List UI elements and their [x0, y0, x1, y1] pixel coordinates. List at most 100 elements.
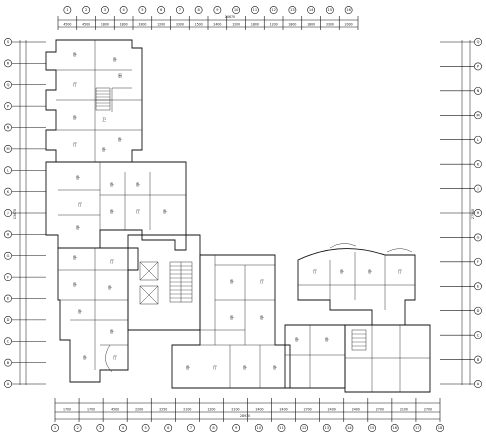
bottom-dim-label: 2400 — [352, 408, 360, 412]
top-dim-label: 1200 — [232, 23, 240, 27]
right-axis-bubble-label: A — [477, 382, 480, 386]
building-walls — [45, 39, 431, 393]
top-dim-label: 3300 — [326, 23, 334, 27]
right-axis-bubble: L — [474, 135, 482, 144]
bottom-dim-label: 1200 — [207, 408, 215, 412]
bottom-dim-label: 1700 — [63, 408, 71, 412]
top-axis-bubble-label: 14 — [309, 8, 314, 12]
bottom-axis-bubble: 4 — [119, 424, 127, 432]
bottom-axis-bubble-label: 5 — [144, 426, 146, 430]
top-dim-label: 4500 — [82, 23, 90, 27]
left-axis-bubble: G — [4, 251, 12, 260]
room-label: 卧 — [118, 137, 122, 142]
top-axis-bubble: 9 — [213, 6, 222, 14]
right-axis-bubble: G — [474, 233, 482, 242]
right-axis-bubble-label: E — [477, 284, 480, 288]
left-axis-bubble: P — [4, 102, 12, 111]
bottom-axis-bubble-label: 4 — [122, 426, 125, 430]
bottom-axis-bubble-label: 1 — [54, 426, 56, 430]
right-axis-bubble-label: M — [476, 113, 479, 117]
room-label: 厅 — [73, 142, 77, 147]
bottom-axis-bubble-label: 8 — [212, 426, 215, 430]
left-axis-bubble: Q — [4, 80, 12, 89]
right-axis-bubble: N — [474, 86, 482, 95]
room-label: 卧 — [110, 182, 114, 187]
bottom-axis-bubble-label: 16 — [392, 426, 397, 430]
room-label: 卧 — [368, 269, 372, 274]
bottom-axis-bubble: 2 — [73, 424, 82, 432]
elevator-a — [139, 261, 159, 281]
room-label: 卧 — [73, 52, 77, 57]
top-axis-bubble-label: 10 — [234, 8, 239, 12]
left-axis-bubble-label: F — [7, 275, 9, 279]
right-axis-bubble-label: F — [477, 260, 479, 264]
bottom-axis-bubble: 15 — [368, 424, 376, 432]
right-axis-bubble-label: D — [477, 309, 480, 313]
room-label: 卧 — [295, 337, 299, 342]
bottom-dim-label: 2700 — [304, 408, 312, 412]
bottom-dim-label: 2100 — [183, 408, 191, 412]
bottom-axis-bubble-label: 18 — [438, 426, 443, 430]
top-dim-label: 1200 — [270, 23, 278, 27]
top-dim-label: 1800 — [307, 23, 315, 27]
top-axis-bubble: 11 — [250, 6, 259, 14]
left-axis-bubble: A — [4, 380, 12, 388]
room-label: 厅 — [110, 259, 114, 264]
left-axis-bubble: M — [4, 144, 12, 153]
top-dim-label: 1800 — [120, 23, 128, 27]
top-axis-bubble: 6 — [157, 6, 166, 14]
left-axis-bubble-label: B — [7, 361, 10, 365]
left-axis-bubble-label: C — [7, 339, 10, 343]
room-label: 卧 — [186, 365, 190, 370]
bottom-axis-bubble: 5 — [141, 424, 150, 432]
room-label: 厅 — [78, 202, 82, 207]
right-axis-bubble: K — [474, 160, 482, 169]
left-axis-bubble: S — [4, 38, 12, 46]
right-axis-bubble: D — [474, 306, 482, 315]
bottom-axis-bubble-label: 6 — [167, 426, 170, 430]
bottom-dim-label: 2100 — [231, 408, 239, 412]
left-axis-bubble: B — [4, 358, 12, 367]
right-axis-bubble-label: Q — [477, 40, 480, 44]
left-axis-bubble: N — [4, 123, 12, 132]
room-label: 卧 — [163, 209, 167, 214]
room-label: 卧 — [76, 175, 80, 180]
room-label: 卧 — [243, 365, 247, 370]
right-axis-bubble: M — [474, 111, 482, 120]
right-axis-bubble: B — [474, 355, 482, 364]
bottom-total-dimension: 28970 — [240, 414, 250, 418]
room-label: 卧 — [230, 315, 234, 320]
top-axis-bubble-label: 1 — [66, 8, 68, 12]
bottom-axis-bubble: 17 — [413, 424, 422, 432]
bottom-axis-bubble: 3 — [96, 424, 105, 432]
left-axis-bubble-label: K — [7, 190, 10, 194]
top-axis-bubble-label: 4 — [122, 8, 125, 12]
elevator-b — [139, 285, 159, 305]
room-label: 卧 — [340, 269, 344, 274]
room-label: 卧 — [73, 115, 77, 120]
top-axis-bubble: 1 — [63, 6, 72, 14]
right-axis-bubble-label: B — [477, 358, 480, 362]
room-label: 厅 — [136, 209, 140, 214]
bottom-axis-bubble-label: 7 — [190, 426, 192, 430]
top-dim-label: 4500 — [63, 23, 71, 27]
top-axis-bubble: 16 — [344, 6, 353, 14]
bottom-axis-bubble: 14 — [345, 424, 354, 432]
stair-core — [169, 261, 193, 303]
bottom-axis-bubble-label: 17 — [415, 426, 420, 430]
top-axis-bubble: 2 — [82, 6, 91, 14]
top-dim-label: 3300 — [176, 23, 184, 27]
left-axis-bubble-label: G — [7, 254, 10, 258]
top-axis-bubble-label: 12 — [271, 8, 276, 12]
room-label: 卧 — [76, 225, 80, 230]
top-axis-bubble-label: 7 — [179, 8, 181, 12]
bottom-axis-bubble: 8 — [209, 424, 218, 432]
room-label: 卧 — [78, 309, 82, 314]
top-axis-bubble: 13 — [288, 6, 297, 14]
